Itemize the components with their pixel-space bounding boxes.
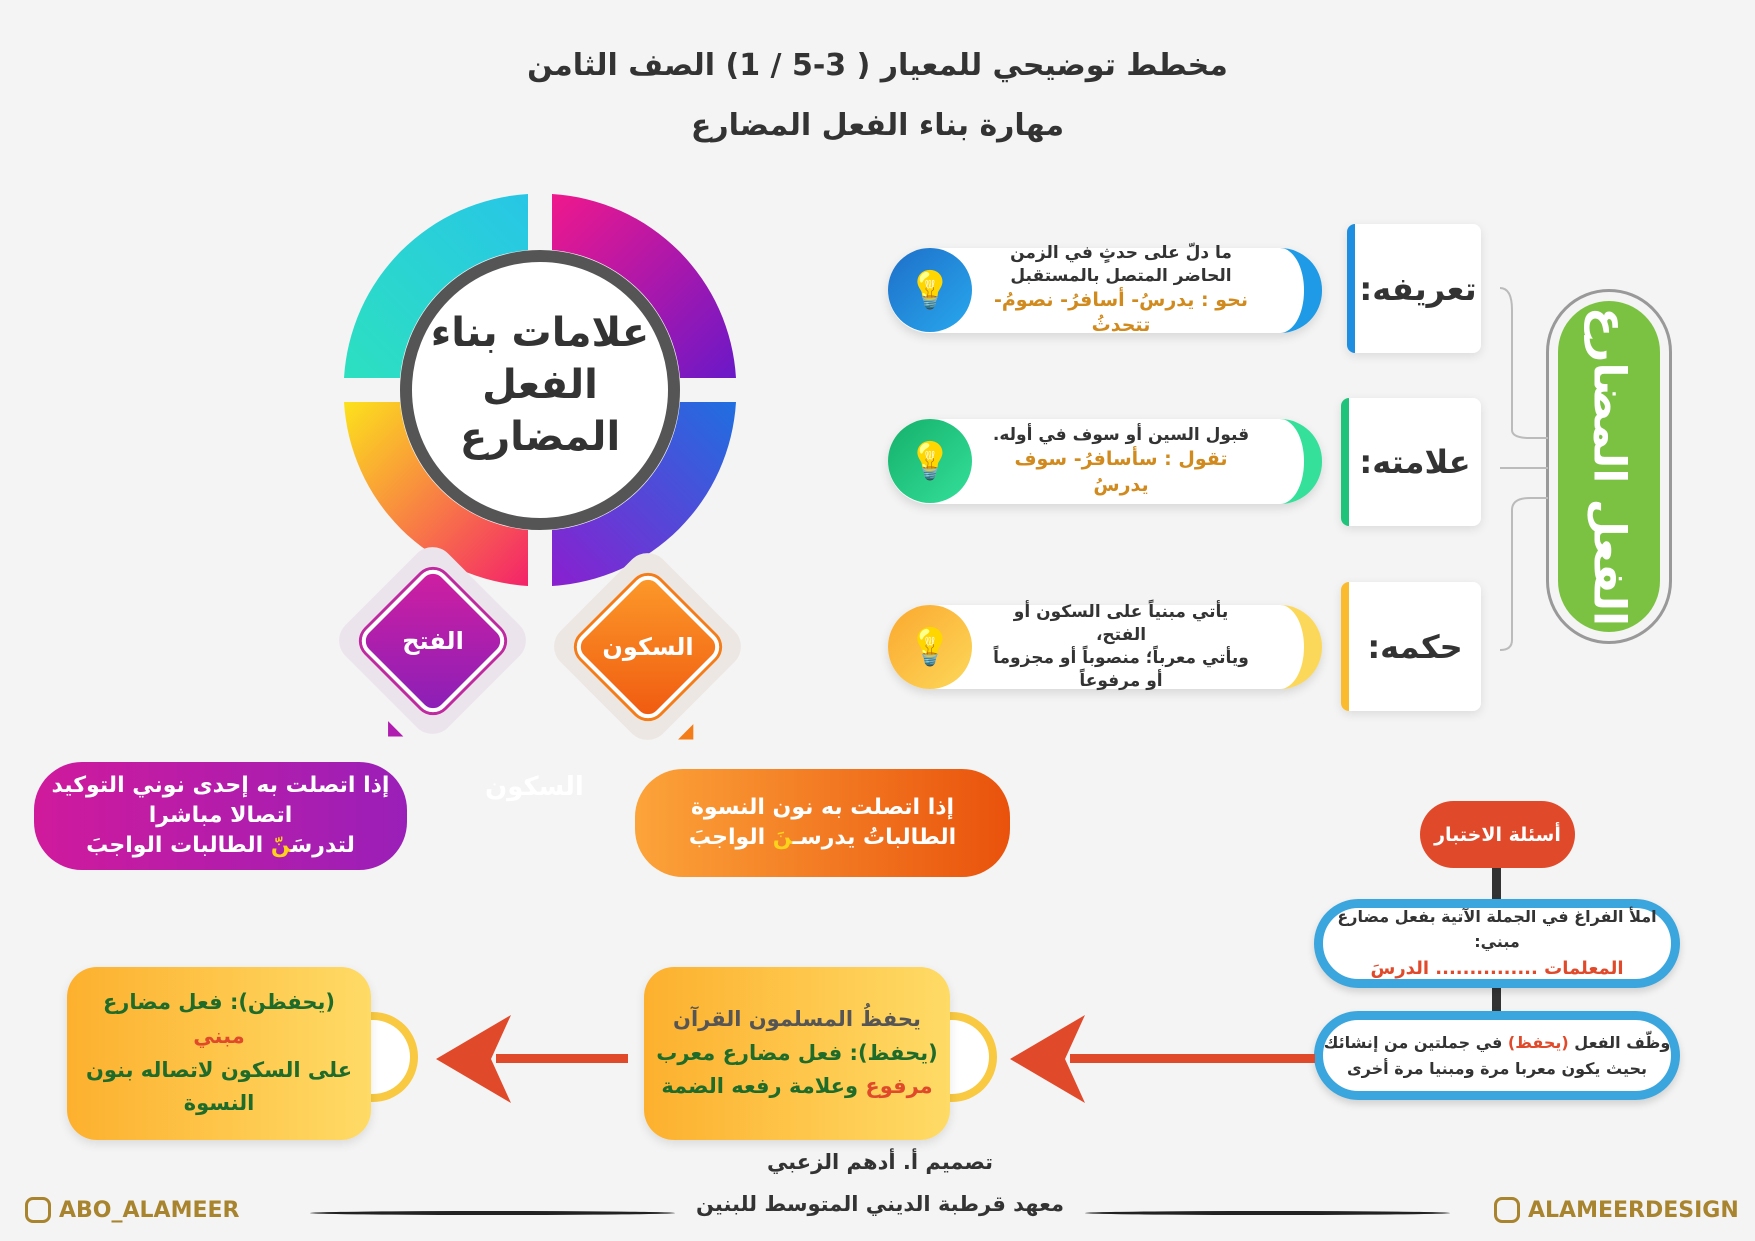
sign-text: قبول السين أو سوف في أوله. xyxy=(992,425,1250,446)
label-card-sign: علامته: xyxy=(1341,398,1481,526)
main-topic-pill: الفعل المضارع xyxy=(1558,301,1660,632)
question-blank: المعلمات ............... الدرسَ xyxy=(1370,957,1624,979)
handle-text: ALAMEERDESIGN xyxy=(1528,1197,1739,1223)
example-parse: (يحفظ): فعل مضارع معرب xyxy=(656,1040,938,1065)
diamond-sukun-label: السكون xyxy=(602,633,694,661)
quiz-question-2: وظّف الفعل (يحفظ) في جملتين من إنشائك بح… xyxy=(1314,1011,1680,1100)
faint-label: السكون xyxy=(485,772,584,802)
divider xyxy=(310,1211,675,1215)
instagram-icon xyxy=(25,1197,51,1223)
example-parse: مرفوع وعلامة رفعه الضمة xyxy=(661,1074,933,1099)
arrow-left-icon xyxy=(1010,1015,1315,1103)
question-text: املأ الفراغ في الجملة الآتية بفعل مضارع … xyxy=(1337,906,1657,952)
ring-segment xyxy=(344,194,528,378)
school-name: معهد قرطبة الديني المتوسط للبنين xyxy=(695,1192,1065,1216)
instagram-handle-left[interactable]: ABO_ALAMEER xyxy=(25,1197,239,1223)
handle-text: ABO_ALAMEER xyxy=(59,1197,240,1223)
arrow-left-icon xyxy=(436,1015,628,1103)
pill-example: لتدرسَنّ الطالبات الواجبَ xyxy=(86,832,355,858)
diamond-fath-label: الفتح xyxy=(402,627,464,655)
bracket-connector xyxy=(1499,287,1548,651)
page-title: مخطط توضيحي للمعيار ( 3-5 / 1) الصف الثا… xyxy=(527,48,1228,83)
label-card-definition: تعريفه: xyxy=(1347,224,1481,353)
connector-line xyxy=(1492,988,1501,1013)
question-text: بحيث يكون معربا مرة ومبنيا مرة أخرى xyxy=(1346,1058,1648,1078)
example-built-box: (يحفظن): فعل مضارع مبني على السكون لاتصا… xyxy=(67,967,371,1140)
arrow-down-icon: ◣ xyxy=(388,715,404,739)
sign-example: تقول : سأسافرُ- سوف يدرسُ xyxy=(1014,448,1228,496)
main-topic-frame xyxy=(1546,289,1672,644)
ring-segment xyxy=(344,402,528,586)
instagram-icon xyxy=(1494,1197,1520,1223)
example-parsed-box: يحفظُ المسلمون القرآن (يحفظ): فعل مضارع … xyxy=(644,967,950,1140)
ring-segment xyxy=(552,402,736,586)
question-text: وظّف الفعل (يحفظ) في جملتين من إنشائك xyxy=(1323,1032,1671,1052)
ring-title-line: علامات بناء xyxy=(430,310,650,356)
fath-case-pill: إذا اتصلت به إحدى نوني التوكيد اتصالا مب… xyxy=(34,762,407,870)
lightbulb-check-icon: 💡 xyxy=(888,605,972,689)
ring-diagram xyxy=(344,194,736,586)
label-card-ruling: حكمه: xyxy=(1341,582,1481,711)
designer-credit: تصميم أ. أدهم الزعبي xyxy=(766,1150,994,1174)
definition-example: نحو : يدرسُ- أسافرُ- نصومُ- تتحدثُ xyxy=(993,288,1248,337)
connector-line xyxy=(1492,868,1501,901)
lightbulb-check-icon: 💡 xyxy=(888,419,972,503)
example-parse: على السكون لاتصاله بنون النسوة xyxy=(85,1057,353,1116)
example-sentence: يحفظُ المسلمون القرآن xyxy=(673,1007,921,1032)
instagram-handle-right[interactable]: ALAMEERDESIGN xyxy=(1494,1197,1739,1223)
pill-line: إذا اتصلت به إحدى نوني التوكيد xyxy=(51,773,390,799)
definition-text: ما دلّ على حدثٍ في الزمن الحاضر المتصل ب… xyxy=(1010,242,1232,286)
lightbulb-check-icon: 💡 xyxy=(888,248,972,332)
box-handle xyxy=(945,1012,997,1102)
quiz-title: أسئلة الاختبار xyxy=(1420,801,1575,868)
ring-center-title: علامات بناء الفعل المضارع xyxy=(410,310,670,460)
pill-line: اتصالا مباشرا xyxy=(148,803,293,829)
divider xyxy=(1085,1211,1450,1215)
box-handle xyxy=(366,1012,418,1102)
ruling-text: ويأتي معرباً؛ منصوباً أو مجزوماً أو مرفو… xyxy=(993,648,1249,691)
ring-segment xyxy=(552,194,736,378)
arrow-down-icon: ◢ xyxy=(678,718,694,742)
main-topic-label: الفعل المضارع xyxy=(1583,306,1635,627)
page-subtitle: مهارة بناء الفعل المضارع xyxy=(690,108,1065,143)
pill-line: إذا اتصلت به نون النسوة xyxy=(690,795,955,821)
ruling-text: يأتي مبنياً على السكون أو الفتح، xyxy=(1013,602,1229,646)
sukun-case-pill: إذا اتصلت به نون النسوة الطالباتُ يدرسـن… xyxy=(635,769,1010,877)
example-parse: (يحفظن): فعل مضارع مبني xyxy=(102,990,336,1048)
ring-title-line: الفعل المضارع xyxy=(459,362,621,460)
quiz-question-1: املأ الفراغ في الجملة الآتية بفعل مضارع … xyxy=(1314,899,1680,988)
pill-example: الطالباتُ يدرسـنَ الواجبَ xyxy=(688,825,957,850)
